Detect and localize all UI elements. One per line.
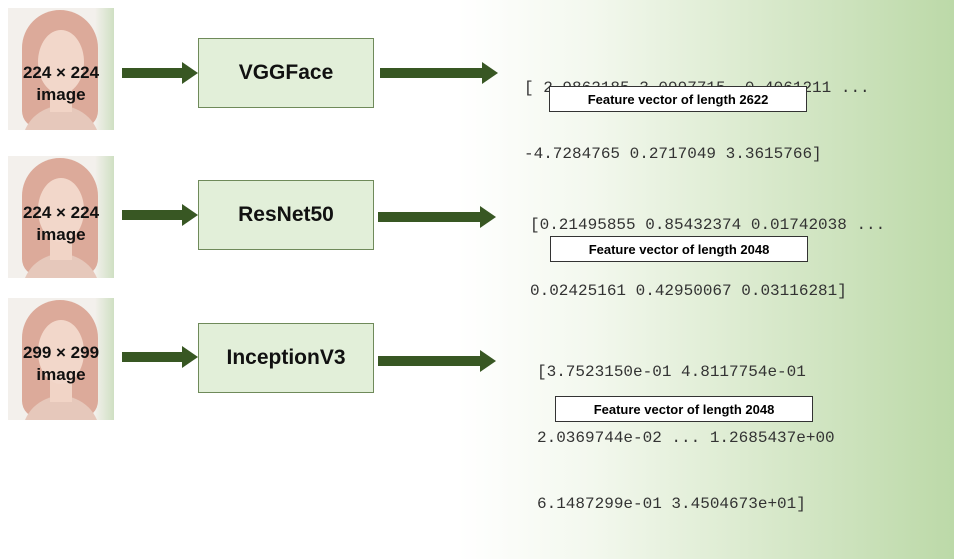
input-size-label: 224 × 224: [22, 203, 100, 222]
vector-line: 0.02425161 0.42950067 0.03116281]: [530, 282, 847, 300]
input-word-label: image: [36, 85, 86, 104]
feature-vector-values: [0.21495855 0.85432374 0.01742038 ... 0.…: [530, 170, 885, 346]
arrow-right-icon: [122, 204, 198, 226]
arrow-right-icon: [378, 206, 496, 228]
vector-line: [0.21495855 0.85432374 0.01742038 ...: [530, 216, 886, 234]
model-box-resnet50: ResNet50: [198, 180, 374, 250]
feature-vector-length-label: Feature vector of length 2622: [549, 86, 807, 112]
pipeline-row-resnet50: 224 × 224 image ResNet50 [0.21495855 0.8…: [0, 146, 954, 300]
model-box-inceptionv3: InceptionV3: [198, 323, 374, 393]
input-word-label: image: [36, 365, 86, 384]
input-word-label: image: [36, 225, 86, 244]
feature-vector-values: [3.7523150e-01 4.8117754e-01 2.0369744e-…: [537, 317, 835, 559]
arrow-right-icon: [122, 346, 198, 368]
vector-line: [3.7523150e-01 4.8117754e-01: [537, 363, 806, 381]
pipeline-row-inceptionv3: 299 × 299 image InceptionV3 [3.7523150e-…: [0, 290, 954, 513]
face-image-thumbnail: 299 × 299 image: [8, 298, 114, 420]
input-size-label: 299 × 299: [22, 343, 100, 362]
arrow-right-icon: [380, 62, 498, 84]
feature-vector-length-label: Feature vector of length 2048: [555, 396, 813, 422]
vector-line: 6.1487299e-01 3.4504673e+01]: [537, 495, 806, 513]
feature-vector-length-label: Feature vector of length 2048: [550, 236, 808, 262]
arrow-right-icon: [122, 62, 198, 84]
model-box-vggface: VGGFace: [198, 38, 374, 108]
face-image-thumbnail: 224 × 224 image: [8, 156, 114, 278]
arrow-right-icon: [378, 350, 496, 372]
face-image-thumbnail: 224 × 224 image: [8, 8, 114, 130]
vector-line: -4.7284765 0.2717049 3.3615766]: [524, 145, 822, 163]
input-size-label: 224 × 224: [22, 63, 100, 82]
vector-line: 2.0369744e-02 ... 1.2685437e+00: [537, 429, 835, 447]
pipeline-row-vggface: 224 × 224 image VGGFace [ 2.9862185 3.09…: [0, 0, 954, 163]
